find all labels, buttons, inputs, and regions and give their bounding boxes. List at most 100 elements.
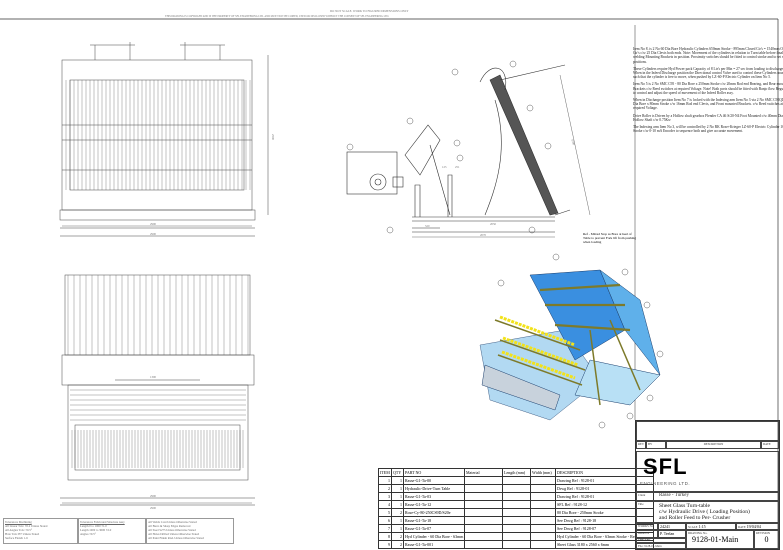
- column-header: Material: [464, 468, 503, 477]
- table-cell: [530, 540, 556, 549]
- table-cell: [464, 500, 503, 509]
- side-elevation-view: [346, 64, 571, 233]
- note-line: All Welds Cont Unless Otherwise Stated: [148, 520, 197, 524]
- table-cell: 8: [378, 532, 392, 541]
- table-cell: [502, 492, 531, 501]
- dimension-lines: [62, 74, 591, 504]
- table-cell: [530, 532, 556, 541]
- table-cell: [502, 516, 531, 525]
- revision-label: REVISION: [756, 531, 770, 535]
- note-1: Item No 8. is 2 No 60 Dia Bore Hydraulic…: [633, 47, 783, 64]
- table-cell: 1: [391, 524, 404, 533]
- dim-2900: 2900: [150, 232, 156, 236]
- sfl-logo: SFL: [643, 454, 688, 479]
- drawing-number: 9128-01-Main: [692, 535, 739, 544]
- ref-note: Ref - Mitred Stop as Bore at heel of Tab…: [583, 232, 637, 244]
- note-line: All Steel S275 Unless Otherwise Stated: [148, 528, 196, 532]
- table-cell: 3: [378, 492, 392, 501]
- client-row: Client Rasse - Turkey: [636, 492, 779, 501]
- table-cell: [502, 524, 531, 533]
- table-cell: [530, 484, 556, 493]
- date-header: DATE: [761, 441, 779, 449]
- table-cell: Rasse-G1-Ta-001: [403, 540, 465, 549]
- table-cell: 2: [391, 540, 404, 549]
- checked-label: CHECKED: [636, 538, 686, 543]
- note-line: All Holes Drilled Unless Otherwise State…: [148, 532, 200, 536]
- note-4: When in Discharge position Item No 7 is …: [633, 98, 783, 111]
- note-line: Surface Finish: 1.6: [5, 536, 28, 540]
- title-row: Title Sheet Glass Turn-table c/w Hydraul…: [636, 501, 779, 523]
- title-block: REV BY DESCRIPTION DATE SFL ENGINEERING …: [635, 420, 780, 550]
- revision-rows: [636, 421, 779, 441]
- table-cell: [464, 532, 503, 541]
- table-cell: 2: [391, 508, 404, 517]
- column-header: QTY: [391, 468, 404, 477]
- table-cell: 1: [391, 476, 404, 485]
- scale-value: 1:15: [698, 524, 706, 529]
- table-cell: [464, 484, 503, 493]
- table-cell: [502, 532, 531, 541]
- table-cell: 4: [378, 500, 392, 509]
- dim-2070: 2070: [480, 233, 486, 237]
- table-cell: [530, 476, 556, 485]
- table-cell: [464, 524, 503, 533]
- dim-2050: 2050: [490, 222, 496, 226]
- table-cell: Rasse-G1-Ta-07: [403, 524, 465, 533]
- works-label: WORKS No.: [636, 523, 658, 530]
- table-cell: Rasse-G1-Ta-18: [403, 516, 465, 525]
- client-value: Rasse - Turkey: [659, 493, 690, 498]
- note-line: Length 0 to 1000 ±1.0: [80, 524, 107, 528]
- note-line: All Linear Tols: ±0.2 Unless Stated: [5, 524, 48, 528]
- table-cell: 2: [391, 532, 404, 541]
- title-line-2: c/w Hydraulic Drive ( Loading Position): [659, 509, 750, 515]
- title-line-1: Sheet Glass Turn-table: [659, 503, 710, 509]
- table-cell: 1: [391, 500, 404, 509]
- date-value: 19/04/04: [746, 524, 761, 529]
- table-cell: [530, 492, 556, 501]
- table-cell: 9: [378, 540, 392, 549]
- note-line: Hole Tols: H7 Unless Stated: [5, 532, 40, 536]
- dim-plan-2900: 2900: [150, 506, 156, 510]
- table-cell: 2: [378, 484, 392, 493]
- scale-note: DO NOT SCALE. WORK TO FIGURED DIMENSIONS…: [330, 9, 409, 13]
- table-cell: 1: [391, 492, 404, 501]
- dim-125: 125: [442, 165, 447, 169]
- table-cell: 5: [378, 508, 392, 517]
- dim-plan-2990: 2990: [150, 494, 156, 498]
- table-cell: [464, 508, 503, 517]
- revision-value: 0: [764, 535, 769, 544]
- table-cell: 1: [391, 484, 404, 493]
- drawn-by: P. Teelan: [658, 530, 686, 538]
- note-6: The Indexing arm Item No 3, will be cont…: [633, 125, 783, 134]
- note-5: Drive Roller is Driven by a Hollow shaft…: [633, 113, 783, 122]
- logo-subtitle: ENGINEERING LTD.: [640, 481, 691, 486]
- column-header: Width (mm): [530, 468, 556, 477]
- table-cell: [530, 524, 556, 533]
- table-cell: [464, 516, 503, 525]
- drawing-label: DRAWING No.: [688, 531, 708, 535]
- table-cell: [530, 508, 556, 517]
- note-line: All Burrs & Sharp Edges Removed: [148, 524, 191, 528]
- table-cell: Sheet Glass 3180 x 2560 x 6mm: [555, 540, 654, 549]
- table-cell: 7: [378, 524, 392, 533]
- client-label: Client: [638, 493, 646, 497]
- column-header: PART NO: [403, 468, 465, 477]
- table-cell: Rasse-G1-Ta-12: [403, 500, 465, 509]
- title-label: Title: [638, 502, 644, 506]
- by-header: BY: [646, 441, 666, 449]
- dim-1300: 1300: [150, 375, 156, 379]
- copyright-note: THIS DRAWING IS COPYRIGHT AND IS THE PRO…: [165, 15, 390, 18]
- dim-2990: 2990: [150, 222, 156, 226]
- table-cell: [502, 476, 531, 485]
